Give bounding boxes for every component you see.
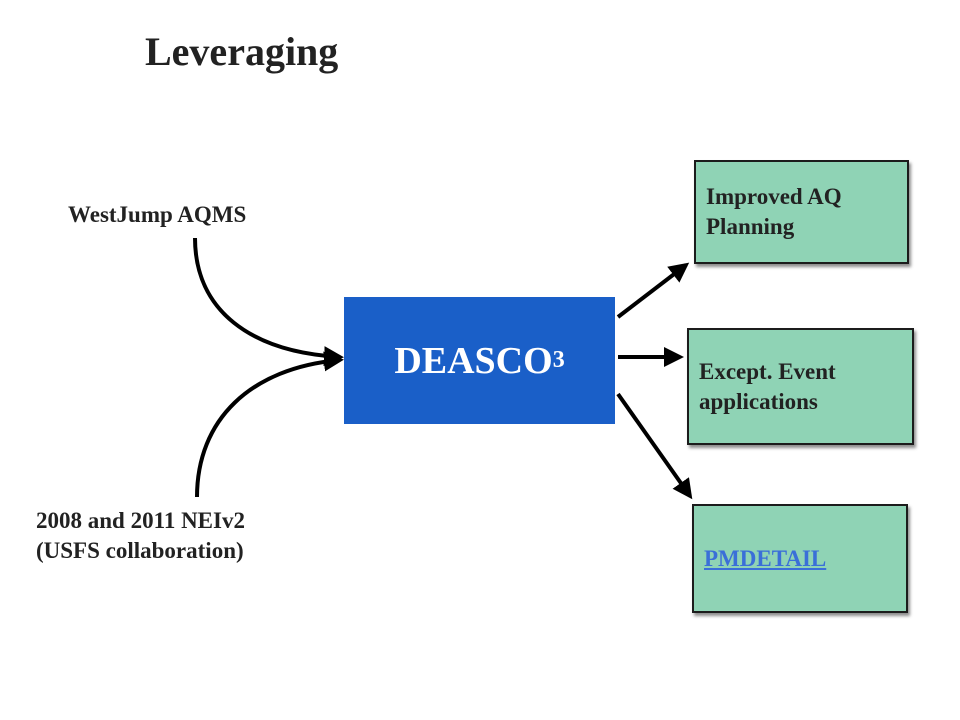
output-box-pmdetail[interactable]: PMDETAIL (692, 504, 908, 613)
center-node-label: DEASCO (394, 339, 553, 382)
arrow-westjump-to-center (193, 237, 344, 367)
arrow-nei-to-center (195, 351, 344, 498)
output-box-except-event: Except. Event applications (687, 328, 914, 445)
input-label-nei: 2008 and 2011 NEIv2 (USFS collaboration) (36, 508, 245, 563)
output-box-aq-planning: Improved AQ Planning (694, 160, 909, 264)
arrow-center-to-pmdetail (616, 392, 693, 500)
pmdetail-link[interactable]: PMDETAIL (704, 545, 827, 571)
output-label-except-event: Except. Event applications (699, 358, 836, 414)
slide-title: Leveraging (145, 29, 339, 74)
output-label-aq-planning: Improved AQ Planning (706, 184, 842, 239)
center-node-subscript: 3 (552, 347, 565, 373)
input-label-westjump: WestJump AQMS (68, 202, 247, 227)
arrow-center-to-aq-planning (616, 262, 690, 319)
